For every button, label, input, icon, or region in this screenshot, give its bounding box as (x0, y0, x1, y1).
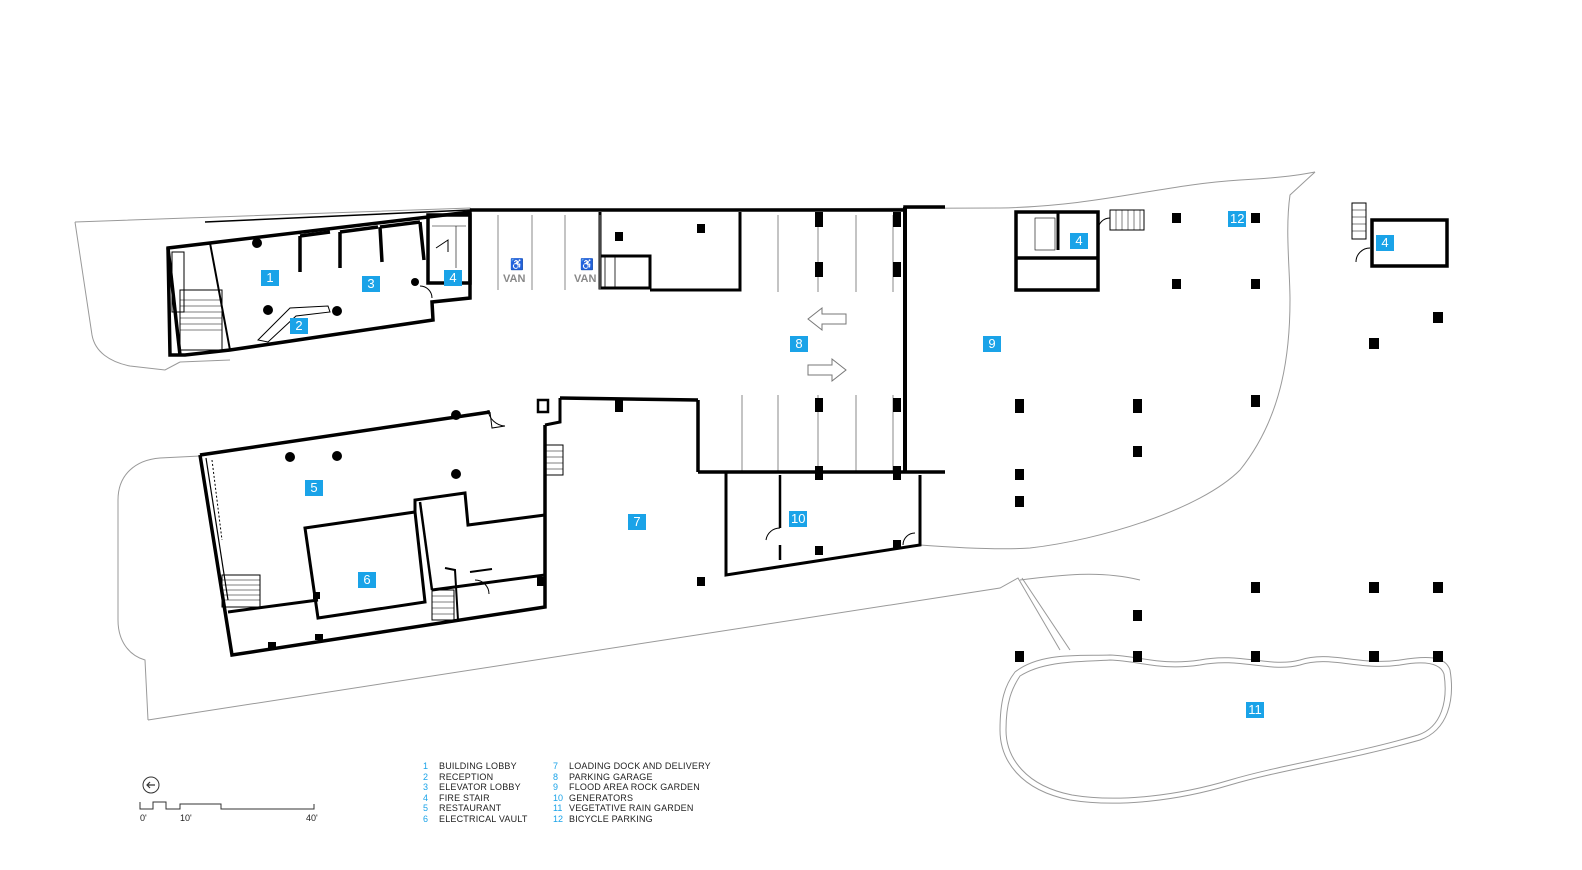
arrow-right-icon (807, 357, 847, 383)
room-label-fire-stair: 4 (1376, 235, 1394, 251)
room-label-parking-garage: 8 (790, 336, 808, 352)
north-arrow-icon (142, 776, 160, 794)
scale-bar (139, 801, 315, 810)
room-label-reception: 2 (290, 318, 308, 334)
room-label-fire-stair: 4 (1070, 233, 1088, 249)
structural-columns (252, 212, 1443, 662)
room-label-loading-dock: 7 (628, 514, 646, 530)
room-label-rain-garden: 11 (1246, 702, 1264, 718)
room-label-fire-stair: 4 (444, 270, 462, 286)
scale-label-10: 10' (180, 813, 192, 823)
room-label-restaurant: 5 (305, 480, 323, 496)
room-label-building-lobby: 1 (261, 270, 279, 286)
room-label-generators: 10 (789, 511, 808, 527)
scale-label-0: 0' (140, 813, 147, 823)
room-label-flood-rock-garden: 9 (983, 336, 1001, 352)
site-boundary (74, 171, 1452, 804)
wheelchair-icon: ♿ (580, 258, 594, 271)
building-walls (166, 202, 1449, 657)
accessible-parking: ♿ VAN ♿ VAN (503, 258, 596, 285)
room-label-electrical-vault: 6 (358, 572, 376, 588)
van-marking: VAN (574, 273, 596, 285)
scale-label-40: 40' (306, 813, 318, 823)
room-label-elevator-lobby: 3 (362, 276, 380, 292)
van-marking: VAN (503, 273, 525, 285)
room-label-bicycle-parking: 12 (1228, 211, 1247, 227)
traffic-arrows (807, 306, 847, 383)
wheelchair-icon: ♿ (510, 258, 524, 271)
arrow-left-icon (807, 306, 847, 332)
